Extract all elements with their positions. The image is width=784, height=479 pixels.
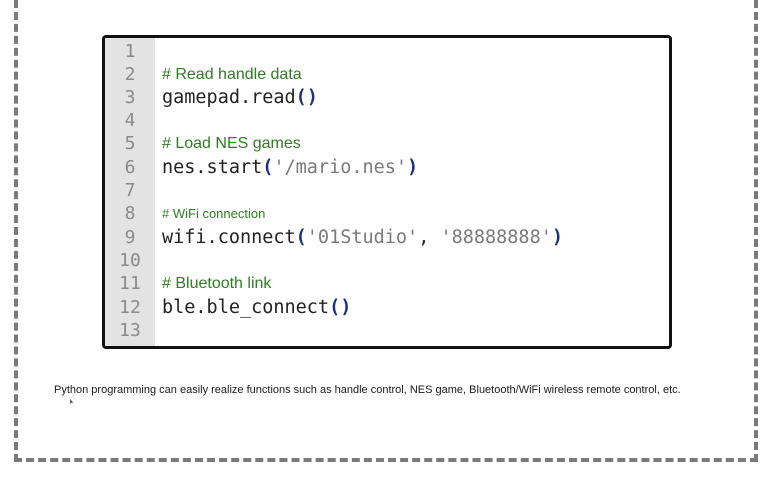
close-paren: )	[340, 297, 352, 318]
code-line-7: 7	[105, 179, 669, 202]
code-line-4: 4	[105, 109, 669, 132]
code-line-3: 3 gamepad.read()	[105, 86, 669, 109]
argument-separator: ,	[418, 227, 441, 248]
code-line-5: 5 # Load NES games	[105, 132, 669, 155]
code-statement: wifi.connect('01Studio', '88888888')	[155, 227, 563, 248]
comment-text: # WiFi connection	[162, 206, 266, 221]
close-paren: )	[306, 87, 318, 108]
code-line-6: 6 nes.start('/mario.nes')	[105, 156, 669, 179]
frame-border-bottom	[14, 458, 758, 462]
code-line-12: 12 ble.ble_connect()	[105, 296, 669, 319]
code-line-13: 13	[105, 319, 669, 342]
comment-text: # Load NES games	[162, 134, 301, 152]
code-statement: ble.ble_connect()	[155, 297, 351, 318]
line-number: 3	[124, 87, 136, 108]
comment-text: # Read handle data	[162, 65, 302, 83]
frame-border-right	[754, 0, 758, 462]
code-line-10: 10	[105, 249, 669, 272]
caption-text: Python programming can easily realize fu…	[54, 384, 681, 396]
string-argument: '/mario.nes'	[273, 157, 408, 178]
function-name: nes.start	[162, 157, 263, 178]
cursor-icon	[70, 399, 74, 404]
code-editor[interactable]: 1 2 # Read handle data 3 gamepad.read() …	[102, 35, 672, 349]
code-line-9: 9 wifi.connect('01Studio', '88888888')	[105, 226, 669, 249]
close-paren: )	[551, 227, 563, 248]
line-number: 8	[124, 203, 136, 224]
open-paren: (	[262, 157, 274, 178]
code-statement: nes.start('/mario.nes')	[155, 157, 418, 178]
line-number: 4	[124, 110, 136, 131]
line-number: 6	[124, 157, 136, 178]
close-paren: )	[407, 157, 419, 178]
line-number: 11	[119, 273, 141, 294]
code-statement: gamepad.read()	[155, 87, 318, 108]
line-number: 5	[124, 133, 136, 154]
open-paren: (	[295, 227, 307, 248]
line-number-gutter	[105, 38, 155, 346]
line-number: 13	[119, 320, 141, 341]
line-number: 12	[119, 297, 141, 318]
string-argument: '01Studio'	[306, 227, 419, 248]
function-name: ble.ble_connect	[162, 297, 330, 318]
function-name: gamepad.read	[162, 87, 296, 108]
line-number: 2	[124, 64, 136, 85]
line-number: 10	[119, 250, 141, 271]
open-paren: (	[295, 87, 307, 108]
code-line-2: 2 # Read handle data	[105, 63, 669, 86]
line-number: 9	[124, 227, 136, 248]
string-argument: '88888888'	[440, 227, 552, 248]
code-line-11: 11 # Bluetooth link	[105, 272, 669, 295]
comment-text: # Bluetooth link	[162, 274, 272, 292]
line-number: 1	[124, 41, 136, 62]
code-line-1: 1	[105, 40, 669, 63]
open-paren: (	[329, 297, 341, 318]
function-name: wifi.connect	[162, 227, 296, 248]
code-line-8: 8 # WiFi connection	[105, 202, 669, 225]
frame-border-left	[14, 0, 18, 462]
line-number: 7	[124, 180, 136, 201]
